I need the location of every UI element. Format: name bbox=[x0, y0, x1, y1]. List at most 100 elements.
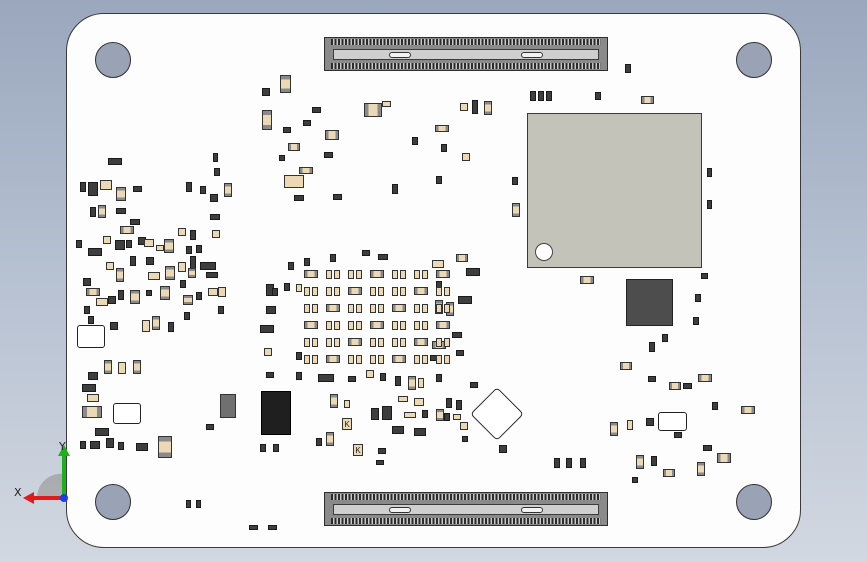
smd-component[interactable] bbox=[472, 100, 478, 114]
smd-component[interactable] bbox=[348, 338, 362, 346]
smd-component[interactable] bbox=[663, 469, 675, 477]
smd-component[interactable] bbox=[334, 338, 340, 347]
smd-component[interactable] bbox=[356, 321, 362, 330]
smd-component[interactable] bbox=[326, 355, 340, 363]
smd-component[interactable] bbox=[304, 304, 310, 313]
smd-component[interactable] bbox=[333, 194, 342, 200]
smd-component[interactable] bbox=[444, 304, 450, 313]
smd-component[interactable] bbox=[118, 362, 126, 374]
smd-component[interactable] bbox=[348, 321, 354, 330]
smd-component[interactable] bbox=[414, 398, 424, 406]
smd-component[interactable] bbox=[554, 458, 560, 468]
smd-component[interactable] bbox=[512, 177, 518, 185]
smd-component[interactable] bbox=[610, 422, 618, 436]
smd-component[interactable] bbox=[695, 294, 701, 302]
smd-component[interactable] bbox=[133, 186, 142, 192]
smd-component[interactable] bbox=[299, 167, 313, 174]
smd-component[interactable] bbox=[370, 321, 384, 329]
smd-component[interactable] bbox=[456, 400, 462, 410]
component-box[interactable] bbox=[77, 325, 105, 348]
smd-component[interactable] bbox=[196, 245, 202, 253]
smd-component[interactable] bbox=[126, 240, 132, 248]
smd-component[interactable] bbox=[304, 287, 310, 296]
smd-component[interactable] bbox=[436, 304, 442, 313]
smd-component[interactable] bbox=[178, 228, 186, 236]
smd-component[interactable] bbox=[87, 394, 99, 402]
smd-component[interactable] bbox=[120, 226, 134, 234]
smd-component[interactable] bbox=[90, 441, 100, 449]
smd-component[interactable] bbox=[414, 428, 426, 436]
smd-component[interactable] bbox=[266, 372, 274, 378]
smd-component[interactable] bbox=[326, 321, 332, 330]
smd-component[interactable] bbox=[392, 184, 398, 194]
smd-component[interactable] bbox=[283, 127, 291, 133]
smd-component[interactable] bbox=[266, 306, 276, 314]
smd-component[interactable] bbox=[296, 352, 302, 360]
smd-component[interactable] bbox=[462, 436, 468, 442]
smd-component[interactable] bbox=[362, 250, 370, 256]
smd-component[interactable] bbox=[636, 455, 644, 469]
smd-component[interactable] bbox=[436, 409, 444, 421]
smd-component[interactable] bbox=[378, 338, 384, 347]
smd-component[interactable] bbox=[392, 426, 404, 434]
smd-component[interactable] bbox=[356, 270, 362, 279]
smd-component[interactable] bbox=[414, 287, 428, 295]
smd-component[interactable] bbox=[378, 304, 384, 313]
smd-component[interactable] bbox=[156, 245, 164, 251]
smd-component[interactable] bbox=[436, 338, 442, 347]
smd-component[interactable] bbox=[378, 448, 386, 454]
smd-component[interactable] bbox=[701, 273, 708, 279]
smd-component[interactable] bbox=[356, 355, 362, 364]
smd-component[interactable] bbox=[76, 240, 82, 248]
smd-component[interactable] bbox=[499, 445, 507, 453]
smd-component[interactable] bbox=[330, 394, 338, 408]
smd-component[interactable] bbox=[436, 355, 442, 364]
smd-component[interactable] bbox=[304, 258, 310, 266]
smd-component[interactable] bbox=[334, 321, 340, 330]
smd-component[interactable] bbox=[370, 304, 376, 313]
smd-component[interactable] bbox=[210, 214, 220, 220]
smd-component[interactable] bbox=[432, 260, 444, 268]
smd-component[interactable] bbox=[392, 287, 398, 296]
axis-triad[interactable]: X Y bbox=[12, 440, 82, 510]
smd-component[interactable] bbox=[404, 412, 416, 418]
smd-component[interactable] bbox=[436, 287, 442, 296]
smd-component[interactable] bbox=[110, 322, 118, 330]
smd-component[interactable] bbox=[400, 321, 406, 330]
smd-component[interactable] bbox=[392, 304, 406, 312]
smd-component[interactable] bbox=[164, 239, 174, 253]
smd-component[interactable] bbox=[186, 500, 191, 508]
smd-component[interactable] bbox=[580, 458, 586, 468]
smd-component[interactable] bbox=[344, 400, 350, 408]
smd-component[interactable] bbox=[262, 110, 272, 130]
smd-component[interactable] bbox=[108, 296, 116, 304]
smd-component[interactable] bbox=[414, 338, 428, 346]
smd-component[interactable] bbox=[414, 321, 420, 330]
smd-component[interactable] bbox=[200, 262, 216, 270]
smd-component[interactable] bbox=[334, 270, 340, 279]
smd-component[interactable] bbox=[284, 283, 290, 291]
smd-component[interactable] bbox=[530, 91, 536, 101]
smd-component[interactable] bbox=[178, 262, 186, 272]
smd-component[interactable] bbox=[279, 155, 285, 161]
smd-component[interactable] bbox=[106, 262, 114, 270]
smd-component[interactable] bbox=[370, 355, 376, 364]
smd-component[interactable] bbox=[395, 376, 401, 386]
smd-component[interactable] bbox=[348, 355, 354, 364]
smd-component[interactable] bbox=[669, 382, 681, 390]
smd-component[interactable] bbox=[376, 460, 384, 465]
smd-component[interactable] bbox=[158, 436, 172, 458]
smd-component[interactable] bbox=[512, 203, 520, 217]
smd-component[interactable] bbox=[260, 325, 274, 333]
smd-component[interactable] bbox=[422, 410, 428, 418]
smd-component[interactable] bbox=[284, 175, 304, 188]
smd-component[interactable] bbox=[104, 360, 112, 374]
soc-chip[interactable] bbox=[527, 113, 702, 268]
smd-component[interactable] bbox=[106, 438, 114, 448]
smd-component[interactable] bbox=[674, 432, 682, 438]
smd-component[interactable] bbox=[436, 374, 442, 382]
smd-component[interactable] bbox=[398, 396, 408, 402]
smd-component[interactable] bbox=[95, 428, 109, 436]
smd-component[interactable] bbox=[118, 290, 124, 300]
